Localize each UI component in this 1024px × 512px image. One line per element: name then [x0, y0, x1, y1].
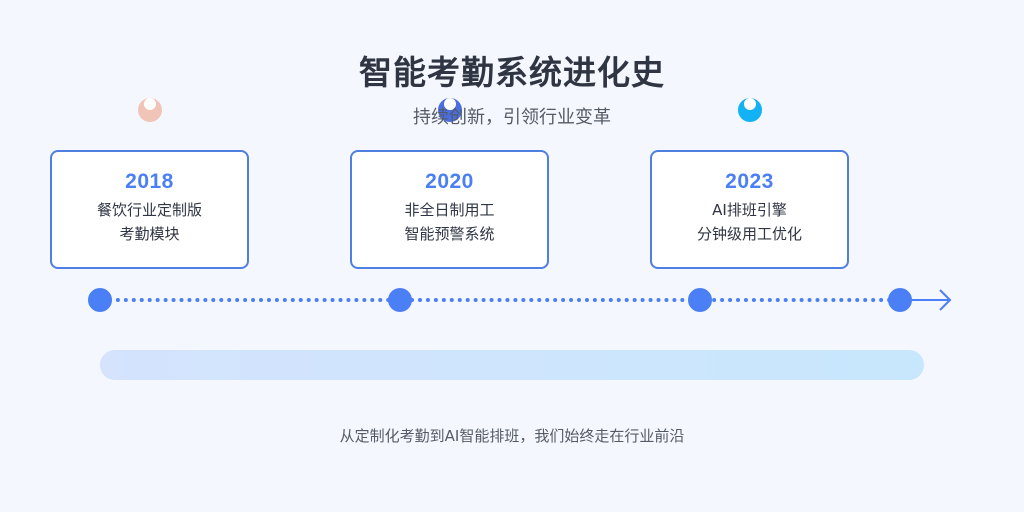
timeline-node-2018 [88, 288, 112, 312]
milestone-year: 2020 [425, 170, 474, 193]
page-title: 智能考勤系统进化史 [359, 53, 665, 92]
decorative-bubble-2020 [438, 98, 462, 122]
timeline-line [100, 298, 900, 302]
timeline-node-2023 [688, 288, 712, 312]
milestone-card-2020: 2020 非全日制用工 智能预警系统 [350, 150, 549, 269]
milestone-description-line2: 分钟级用工优化 [696, 225, 802, 243]
milestone-description-line2: 考勤模块 [119, 225, 180, 243]
milestone-card-2023: 2023 AI排班引擎 分钟级用工优化 [650, 150, 849, 269]
decorative-bubble-2018 [138, 98, 162, 122]
milestone-year: 2018 [125, 170, 174, 193]
milestone-description-line1: 非全日制用工 [404, 201, 495, 219]
decorative-bubble-2023 [738, 98, 762, 122]
timeline-node-end [888, 288, 912, 312]
milestone-description-line1: AI排班引擎 [712, 201, 787, 219]
milestone-year: 2023 [725, 170, 774, 193]
timeline-node-2020 [388, 288, 412, 312]
footer-tagline: 从定制化考勤到AI智能排班，我们始终走在行业前沿 [339, 427, 685, 445]
decorative-gradient-band [100, 350, 924, 380]
arrow-right-icon [909, 289, 952, 311]
page-subtitle: 持续创新，引领行业变革 [413, 107, 611, 128]
milestone-description-line1: 餐饮行业定制版 [96, 201, 202, 219]
milestone-description-line2: 智能预警系统 [404, 225, 495, 243]
milestone-card-2018: 2018 餐饮行业定制版 考勤模块 [50, 150, 249, 269]
